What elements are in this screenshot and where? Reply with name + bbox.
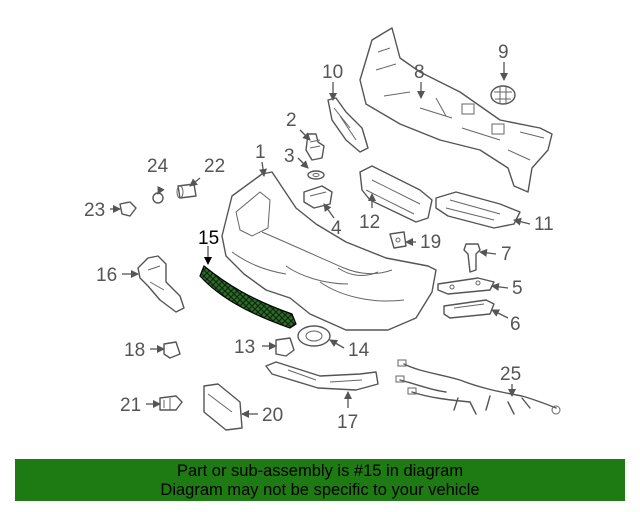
callout-21: 21 bbox=[120, 395, 141, 416]
bracket-part-10 bbox=[327, 97, 369, 153]
bracket-part-6 bbox=[443, 299, 495, 319]
callout-6: 6 bbox=[510, 314, 521, 335]
callout-13: 13 bbox=[234, 337, 255, 358]
callout-8: 8 bbox=[414, 62, 425, 83]
lamp-bracket-part-14 bbox=[297, 325, 331, 347]
absorber-part-12 bbox=[359, 165, 433, 223]
callout-19: 19 bbox=[420, 232, 441, 253]
callout-22: 22 bbox=[204, 156, 225, 177]
leader-arrows bbox=[110, 62, 531, 418]
bracket-part-5 bbox=[437, 277, 495, 295]
callout-16: 16 bbox=[96, 265, 117, 286]
callout-2: 2 bbox=[286, 110, 297, 131]
reinforcement-part-8 bbox=[359, 27, 553, 193]
callout-labels: 1 2 3 4 5 6 7 8 9 10 11 12 13 14 15 16 1… bbox=[84, 42, 554, 433]
info-banner: Part or sub-assembly is #15 in diagram D… bbox=[15, 459, 625, 501]
callout-12: 12 bbox=[359, 212, 380, 233]
license-bracket-part-20 bbox=[203, 383, 243, 431]
callout-4: 4 bbox=[331, 218, 342, 239]
bumper-cover-part-1 bbox=[221, 171, 437, 331]
clip-part-18 bbox=[163, 341, 181, 359]
bolt-part-7 bbox=[463, 243, 481, 273]
washer-part-3 bbox=[307, 170, 325, 180]
retainer-part-9 bbox=[490, 85, 516, 105]
sensor-part-22 bbox=[176, 183, 197, 199]
callout-20: 20 bbox=[262, 405, 283, 426]
callout-14: 14 bbox=[348, 340, 370, 361]
callout-11: 11 bbox=[534, 214, 554, 235]
banner-line-1: Part or sub-assembly is #15 in diagram bbox=[176, 462, 464, 480]
callout-3: 3 bbox=[284, 146, 295, 167]
callout-7: 7 bbox=[501, 244, 512, 265]
fog-lamp-part-13 bbox=[275, 337, 295, 357]
callout-1: 1 bbox=[255, 142, 266, 163]
callout-17: 17 bbox=[337, 412, 358, 433]
clip-part-19 bbox=[389, 231, 407, 249]
grille-part-15 bbox=[199, 265, 297, 329]
clip-part-23 bbox=[119, 201, 137, 217]
wiring-harness-part-25 bbox=[395, 359, 561, 415]
clip-part-4 bbox=[303, 185, 333, 209]
callout-15: 15 bbox=[198, 228, 219, 249]
callout-10: 10 bbox=[322, 62, 343, 83]
lower-bracket-part-17 bbox=[265, 361, 379, 391]
banner-line-2: Diagram may not be specific to your vehi… bbox=[160, 481, 480, 499]
callout-25: 25 bbox=[500, 364, 521, 385]
side-bracket-part-16 bbox=[137, 255, 185, 313]
callout-18: 18 bbox=[124, 340, 145, 361]
bolt-part-21 bbox=[159, 395, 183, 411]
grommet-part-24 bbox=[152, 192, 164, 204]
callout-23: 23 bbox=[84, 200, 105, 221]
callout-5: 5 bbox=[512, 278, 523, 299]
callout-9: 9 bbox=[498, 42, 509, 63]
callout-24: 24 bbox=[147, 156, 169, 177]
bracket-part-11 bbox=[435, 191, 521, 229]
